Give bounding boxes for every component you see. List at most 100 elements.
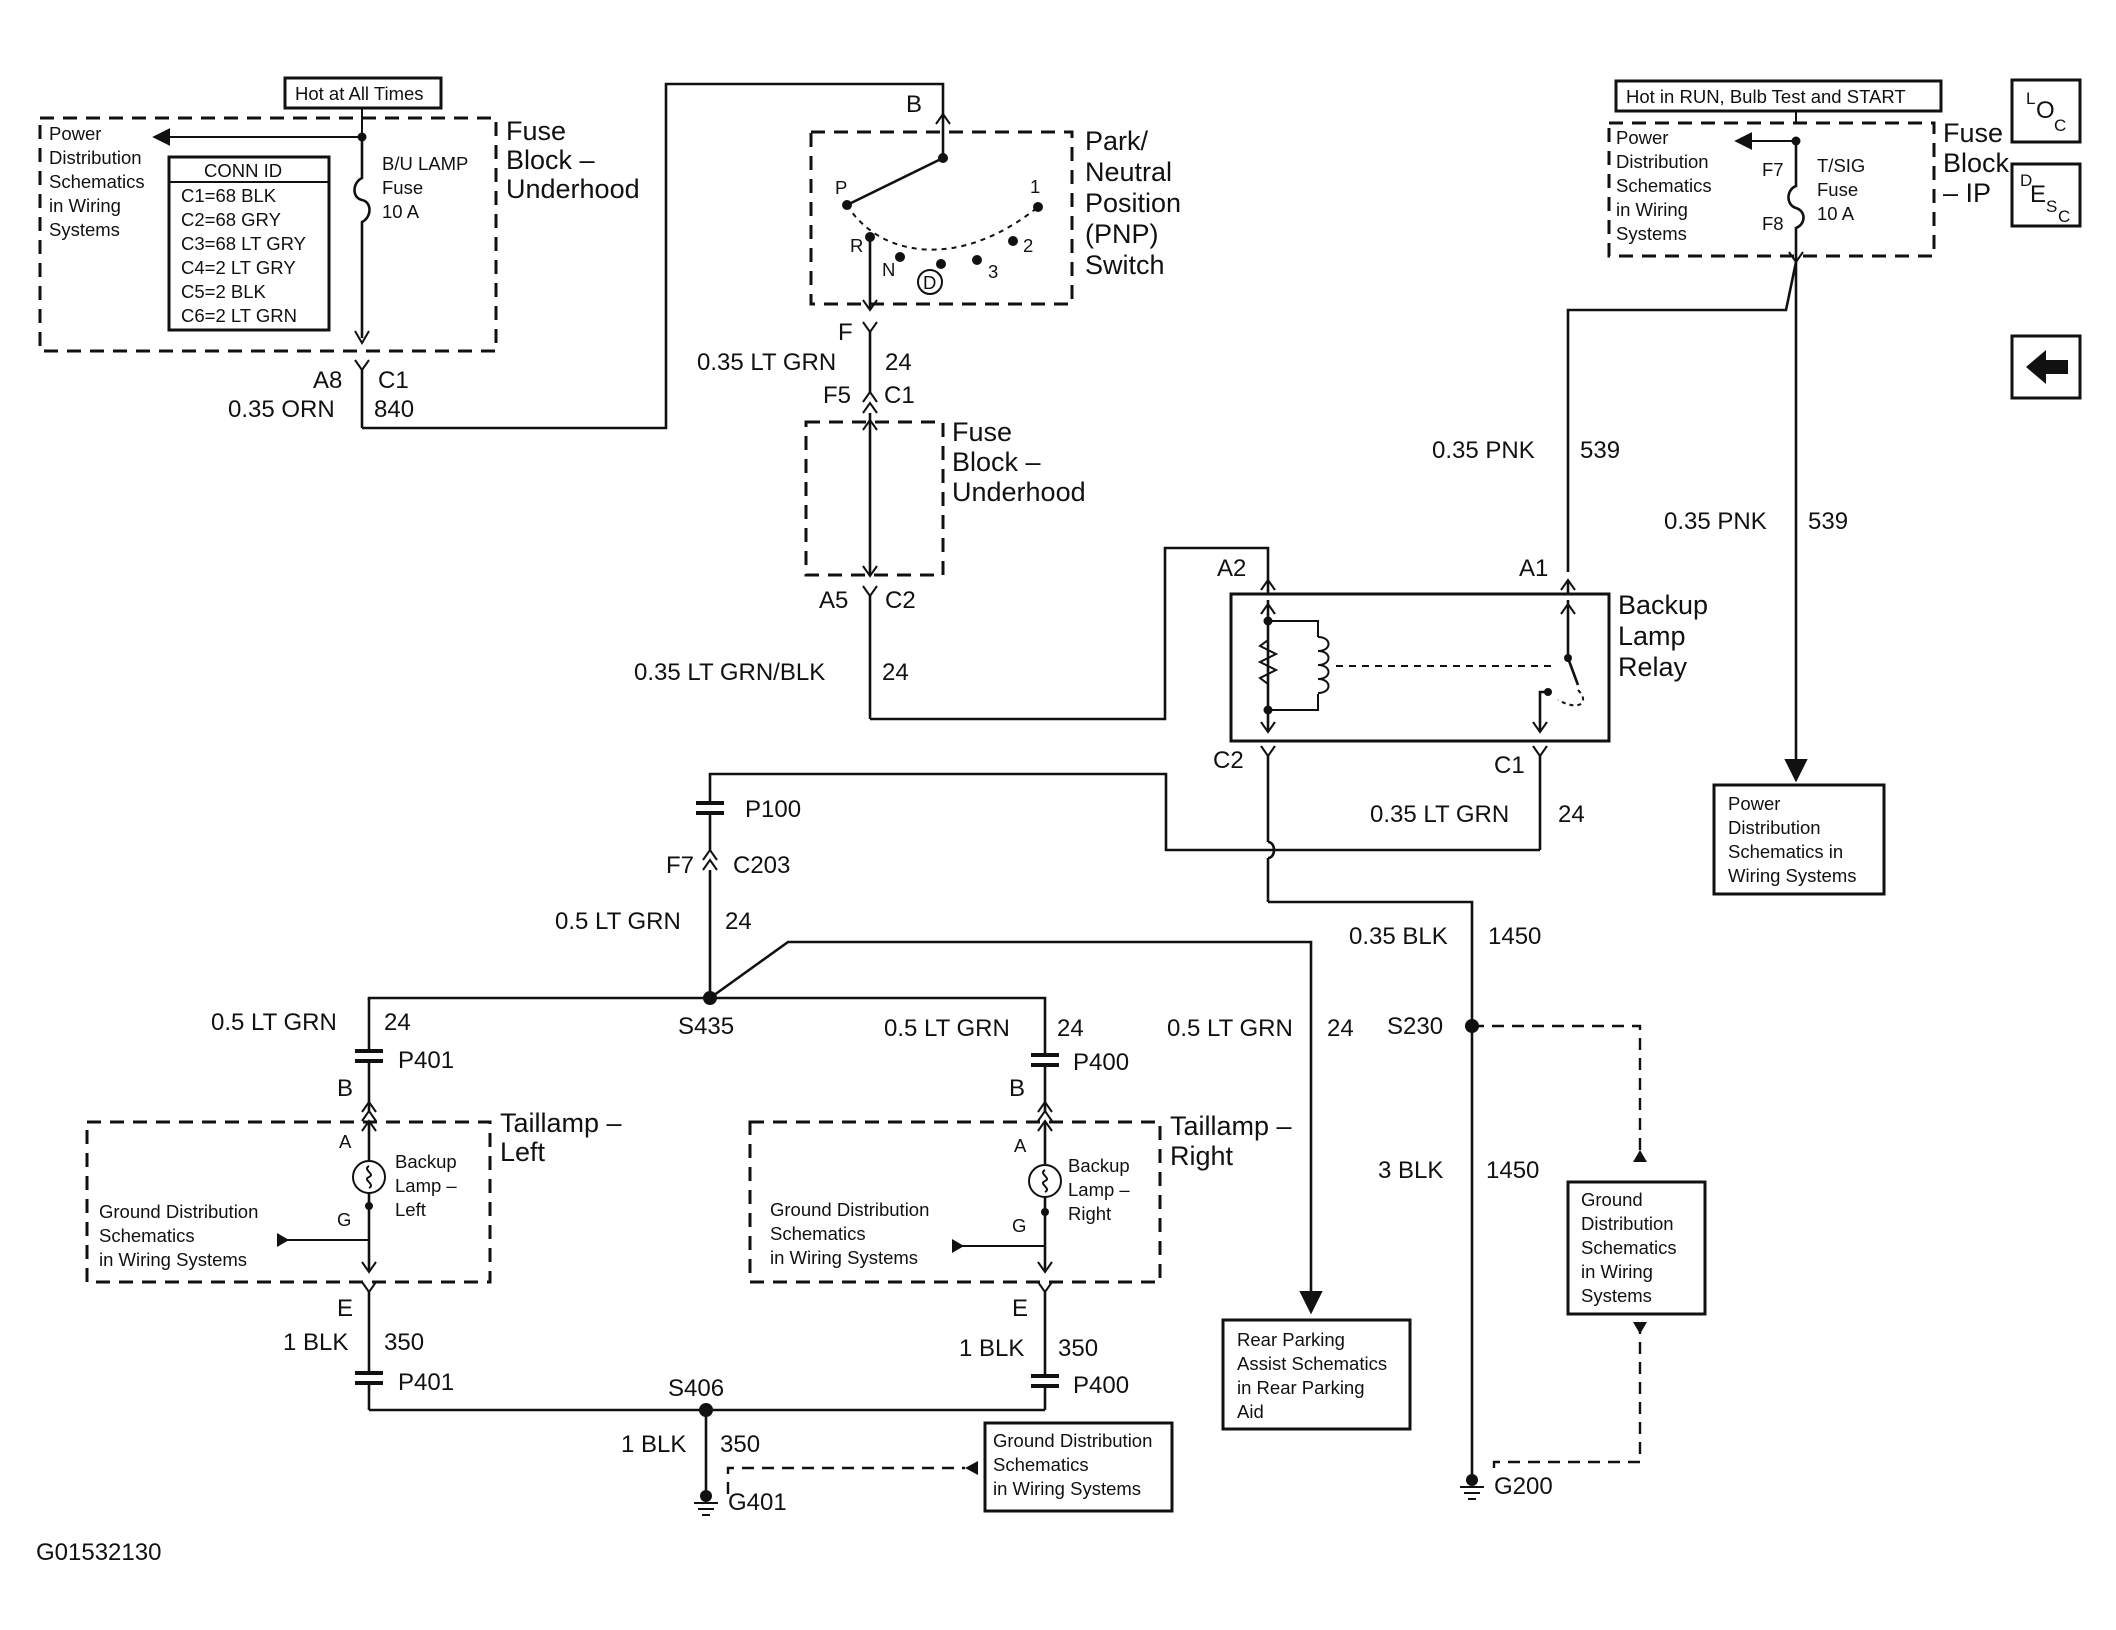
- ip-fuse-label-0: T/SIG: [1817, 155, 1865, 176]
- right-bulb-2: Right: [1068, 1203, 1111, 1224]
- rpa-ref-2: in Rear Parking: [1237, 1377, 1365, 1398]
- g200-ref-4: Systems: [1581, 1285, 1652, 1306]
- wire-orn: 0.35 ORN: [228, 396, 335, 423]
- loc-button[interactable]: L O C: [2010, 78, 2082, 144]
- resistor-icon: [1257, 639, 1279, 685]
- connector-fork-icon: [862, 321, 878, 334]
- conn-row-2: C3=68 LT GRY: [181, 233, 306, 254]
- fuse-block-name-2: Underhood: [506, 174, 640, 204]
- rpa-ref-0: Rear Parking: [1237, 1329, 1345, 1350]
- ip-power-ref-3: in Wiring: [1616, 199, 1688, 220]
- right-gnd-conn: P400: [1073, 1372, 1129, 1399]
- fuse-ip-name-1: Block: [1943, 148, 2010, 178]
- g200-ref-2: Schematics: [1581, 1237, 1677, 1258]
- hot-in-run-box: [1614, 79, 1943, 113]
- fuse-label-2: 10 A: [382, 201, 420, 222]
- desc-button[interactable]: D E S C: [2010, 162, 2082, 228]
- g401-ref-2: in Wiring Systems: [993, 1478, 1141, 1499]
- pnp-name-4: Switch: [1085, 250, 1165, 280]
- left-bulb-0: Backup: [395, 1151, 457, 1172]
- back-button[interactable]: [2010, 334, 2082, 400]
- left-gnd-ref-0: Ground Distribution: [99, 1201, 258, 1222]
- ip-power-bottom-0: Power: [1728, 793, 1780, 814]
- splice-s406: S406: [668, 1375, 724, 1402]
- taillamp-right: 0.5 LT GRN 24 P400 B Taillamp – Right A …: [748, 1015, 1292, 1410]
- right-pin-g: G: [1012, 1215, 1026, 1236]
- fuse-block-name-1: Block –: [506, 145, 595, 175]
- g200-circuit: 1450: [1486, 1157, 1539, 1184]
- fuse-block-underhood-mid: F5 C1 Fuse Block – Underhood A5 C2 0.35 …: [634, 382, 1270, 721]
- g200-ref-1: Distribution: [1581, 1213, 1674, 1234]
- fuse-block-mid-name-1: Block –: [952, 447, 1041, 477]
- rpa-ref-1: Assist Schematics: [1237, 1353, 1387, 1374]
- g401-wire: 1 BLK: [621, 1431, 686, 1458]
- pnp-pin-f: F: [838, 319, 853, 346]
- relay-gnd-circuit: 1450: [1488, 923, 1541, 950]
- pnp-pos-label-1: 1: [1030, 176, 1040, 197]
- rpa-circuit: 24: [1327, 1015, 1354, 1042]
- taillamp-left: 0.5 LT GRN 24 P401 B Taillamp – Left A B…: [85, 998, 622, 1410]
- right-bulb-1: Lamp –: [1068, 1179, 1130, 1200]
- relay-name-0: Backup: [1618, 590, 1708, 620]
- ground-icon: [1460, 1486, 1484, 1500]
- pnp-pos-label-n: N: [882, 259, 895, 280]
- splice-s230: S230: [1387, 1013, 1443, 1040]
- fuse-block-underhood-top: Hot at All Times Fuse Block – Underhood …: [38, 76, 945, 430]
- ip-wire-b-color: 0.35 PNK: [1664, 508, 1767, 535]
- pnp-pos-label-p: P: [835, 177, 847, 198]
- relay-pin-c1: C1: [1494, 752, 1525, 779]
- left-bulb-2: Left: [395, 1199, 426, 1220]
- relay-gnd-wire: 0.35 BLK: [1349, 923, 1448, 950]
- ground-icon: [694, 1502, 718, 1516]
- left-pin-b: B: [337, 1075, 353, 1102]
- g401-ref-0: Ground Distribution: [993, 1430, 1152, 1451]
- relay-pin-a2: A2: [1217, 555, 1246, 582]
- pnp-switch: B Park/ Neutral Position (PNP) Switch P …: [697, 91, 1181, 392]
- left-conn-p401: P401: [398, 1047, 454, 1074]
- connector-arrow-icon: [354, 330, 370, 345]
- pnp-wire-color: 0.35 LT GRN: [697, 349, 836, 376]
- pnp-pos-3: [972, 255, 982, 265]
- pnp-pos-d-circle: [917, 269, 943, 295]
- power-ref-0: Power: [49, 123, 101, 144]
- pnp-pos-label-3: 3: [988, 261, 998, 282]
- fuse-block-ip: Hot in RUN, Bulb Test and START Fuse Blo…: [1432, 79, 2010, 896]
- tsig-fuse-icon: [1787, 141, 1805, 262]
- left-bulb-1: Lamp –: [395, 1175, 457, 1196]
- g401-ref-1: Schematics: [993, 1454, 1089, 1475]
- pnp-pos-label-2: 2: [1023, 235, 1033, 256]
- pnp-pos-label-r: R: [850, 235, 863, 256]
- pnp-circuit: 24: [885, 349, 912, 376]
- fuse-label-0: B/U LAMP: [382, 153, 468, 174]
- g200-ref-0: Ground: [1581, 1189, 1643, 1210]
- conn-c2-mid: C2: [885, 587, 916, 614]
- right-pin-b: B: [1009, 1075, 1025, 1102]
- relay-pin-c2: C2: [1213, 747, 1244, 774]
- g401-label: G401: [728, 1489, 787, 1516]
- power-ref-4: Systems: [49, 219, 120, 240]
- conn-row-4: C5=2 BLK: [181, 281, 267, 302]
- right-conn-p400: P400: [1073, 1049, 1129, 1076]
- diagram-id: G01532130: [36, 1539, 161, 1566]
- left-gnd-ref-2: in Wiring Systems: [99, 1249, 247, 1270]
- pnp-pos-d: [936, 259, 946, 269]
- ip-power-bottom-3: Wiring Systems: [1728, 865, 1857, 886]
- ground-g200: S230 3 BLK 1450 G200 Ground Distribution…: [1378, 1013, 1707, 1500]
- ip-power-ref-2: Schematics: [1616, 175, 1712, 196]
- harness-circuit: 24: [725, 908, 752, 935]
- right-wire-color: 0.5 LT GRN: [884, 1015, 1010, 1042]
- left-pin-g: G: [337, 1209, 351, 1230]
- g200-label: G200: [1494, 1473, 1553, 1500]
- relay-name-2: Relay: [1618, 652, 1688, 682]
- desc-letter-d: D: [2020, 171, 2032, 190]
- connector-fork-icon: [862, 585, 878, 598]
- connector-fork-icon: [1037, 1281, 1053, 1294]
- splice-s435: S435: [678, 1013, 734, 1040]
- hot-in-run-label: Hot in RUN, Bulb Test and START: [1626, 86, 1906, 107]
- g200-wire: 3 BLK: [1378, 1157, 1443, 1184]
- desc-letter-s: S: [2046, 197, 2057, 216]
- coil-icon: [1317, 636, 1330, 694]
- rear-parking-assist: 0.5 LT GRN 24 Rear Parking Assist Schema…: [1167, 1015, 1412, 1431]
- relay-pin-a1: A1: [1519, 555, 1548, 582]
